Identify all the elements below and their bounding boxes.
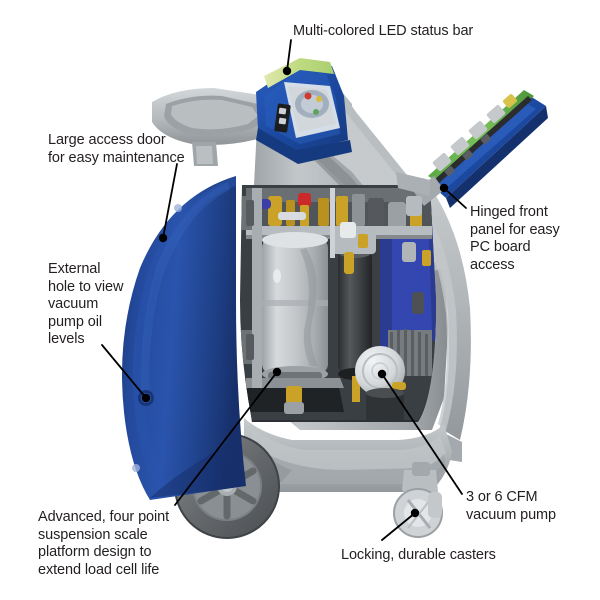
callout-oil-view-hole: External hole to view vacuum pump oil le…: [48, 261, 124, 347]
callout-pc-board-panel: Hinged front panel for easy PC board acc…: [470, 204, 560, 273]
led-status-bar: [264, 58, 334, 88]
callout-scale-platform: Advanced, four point suspension scale pl…: [38, 509, 170, 578]
internal-components: [240, 185, 436, 420]
top-handle-tray: [152, 88, 282, 166]
panel-hinge: [396, 172, 430, 196]
recovery-tank: [262, 232, 328, 382]
access-door[interactable]: [122, 176, 246, 500]
callout-access-door: Large access door for easy maintenance: [48, 132, 185, 166]
callout-led-status-bar: Multi-colored LED status bar: [293, 23, 474, 39]
hinged-pc-board-panel[interactable]: [406, 90, 548, 216]
callout-casters: Locking, durable casters: [341, 547, 496, 563]
callout-vacuum-pump: 3 or 6 CFM vacuum pump: [466, 489, 556, 523]
control-console[interactable]: [256, 58, 352, 164]
